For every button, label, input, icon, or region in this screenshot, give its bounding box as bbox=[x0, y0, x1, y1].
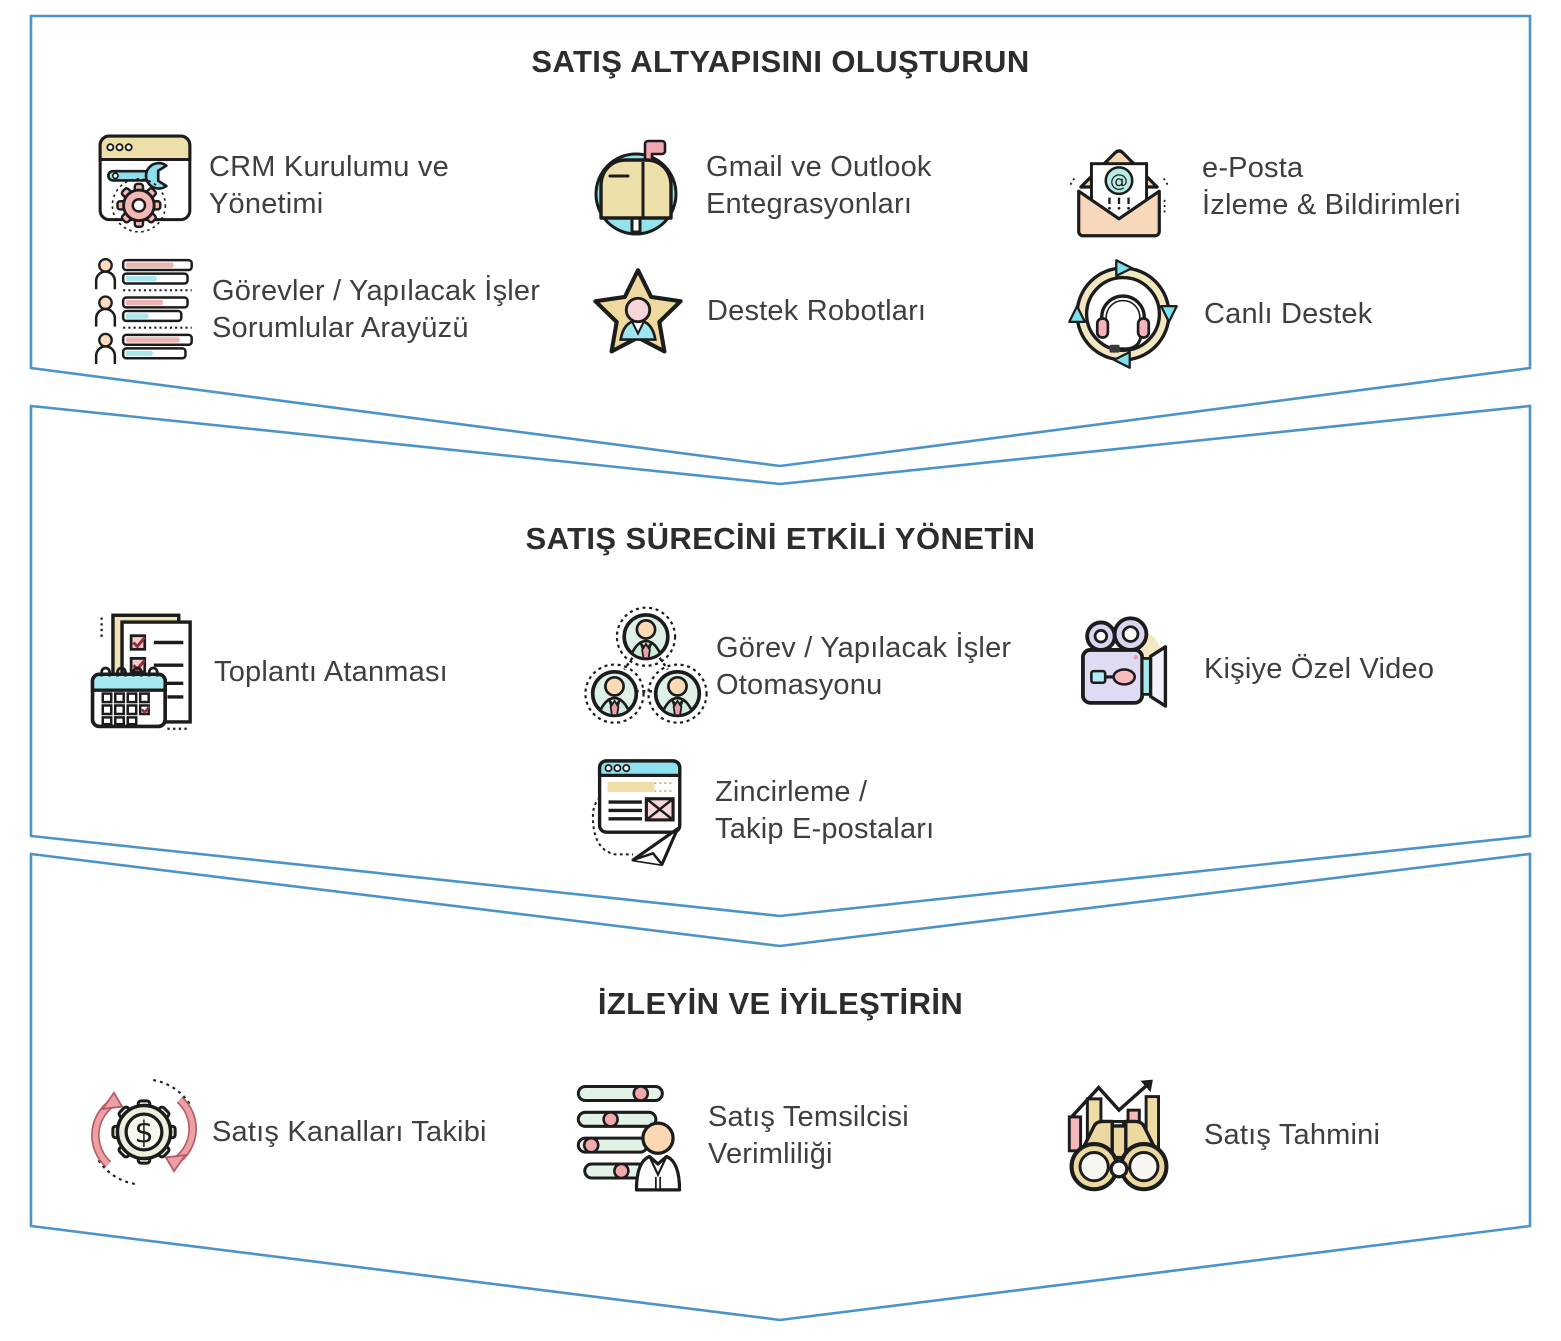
personal-video-icon bbox=[1064, 614, 1178, 724]
live-support-icon bbox=[1064, 258, 1182, 370]
item-label: Destek Robotları bbox=[707, 294, 927, 327]
item-label: CRM Kurulumu ve Yönetimi bbox=[209, 151, 449, 220]
chevron-banner-1 bbox=[29, 14, 1532, 468]
section-1-title: SATIŞ ALTYAPISINI OLUŞTURUN bbox=[531, 44, 1030, 79]
item-label: e-Posta İzleme & Bildirimleri bbox=[1202, 152, 1461, 221]
item-takip-epostalari: Zincirleme / Takip E-postaları bbox=[576, 752, 934, 870]
tasks-assignees-icon bbox=[90, 256, 202, 364]
item-label: Satış Temsilcisi Verimliliği bbox=[708, 1101, 909, 1170]
item-satis-tahmini: Satış Tahmini bbox=[1058, 1074, 1380, 1196]
chevron-banner-2 bbox=[29, 404, 1532, 918]
item-label: Gmail ve Outlook Entegrasyonları bbox=[706, 151, 932, 220]
section-3-title: İZLEYİN VE İYİLEŞTİRİN bbox=[597, 986, 964, 1021]
item-label: Satış Tahmini bbox=[1204, 1118, 1381, 1151]
item-label: Görev / Yapılacak İşler Otomasyonu bbox=[716, 632, 1012, 701]
item-label: Zincirleme / Takip E-postaları bbox=[715, 776, 935, 845]
email-tracking-icon: @ bbox=[1066, 134, 1172, 240]
item-satis-temsilcisi: Satış Temsilcisi Verimliliği bbox=[574, 1080, 909, 1192]
item-kisiye-ozel-video: Kişiye Özel Video bbox=[1064, 614, 1434, 724]
item-label: Kişiye Özel Video bbox=[1204, 652, 1435, 685]
item-eposta: @ e-Posta İzleme & Bildirimleri bbox=[1066, 134, 1461, 240]
svg-text:@: @ bbox=[1110, 171, 1128, 192]
item-label: Görevler / Yapılacak İşler Sorumlular Ar… bbox=[212, 275, 541, 344]
item-label: Satış Kanalları Takibi bbox=[212, 1115, 487, 1148]
sales-pipeline-icon: $ bbox=[84, 1074, 204, 1190]
item-destek-robotlari: Destek Robotları bbox=[587, 256, 926, 366]
item-gorev-otomasyonu: Görev / Yapılacak İşler Otomasyonu bbox=[582, 604, 1011, 730]
item-label: Canlı Destek bbox=[1204, 297, 1373, 330]
item-gmail-outlook: Gmail ve Outlook Entegrasyonları bbox=[586, 130, 932, 242]
item-label: Toplantı Atanması bbox=[214, 655, 448, 688]
followup-emails-icon bbox=[576, 752, 690, 870]
meeting-calendar-icon bbox=[88, 610, 206, 734]
chevron-banner-3 bbox=[29, 852, 1532, 1322]
support-bots-icon bbox=[587, 256, 689, 366]
task-automation-icon bbox=[582, 604, 710, 730]
mailbox-icon bbox=[586, 130, 686, 242]
item-toplanti: Toplantı Atanması bbox=[88, 610, 448, 734]
item-crm: CRM Kurulumu ve Yönetimi bbox=[95, 132, 449, 240]
svg-text:$: $ bbox=[134, 1115, 153, 1150]
item-satis-kanallari: $ Satış Kanalları Takibi bbox=[84, 1074, 487, 1190]
sales-rep-icon bbox=[574, 1080, 686, 1192]
crm-setup-icon bbox=[95, 132, 197, 240]
item-gorevler: Görevler / Yapılacak İşler Sorumlular Ar… bbox=[90, 256, 540, 364]
section-2-title: SATIŞ SÜRECİNİ ETKİLİ YÖNETİN bbox=[525, 521, 1036, 556]
item-canli-destek: Canlı Destek bbox=[1064, 258, 1372, 370]
sales-forecast-icon bbox=[1058, 1074, 1180, 1196]
